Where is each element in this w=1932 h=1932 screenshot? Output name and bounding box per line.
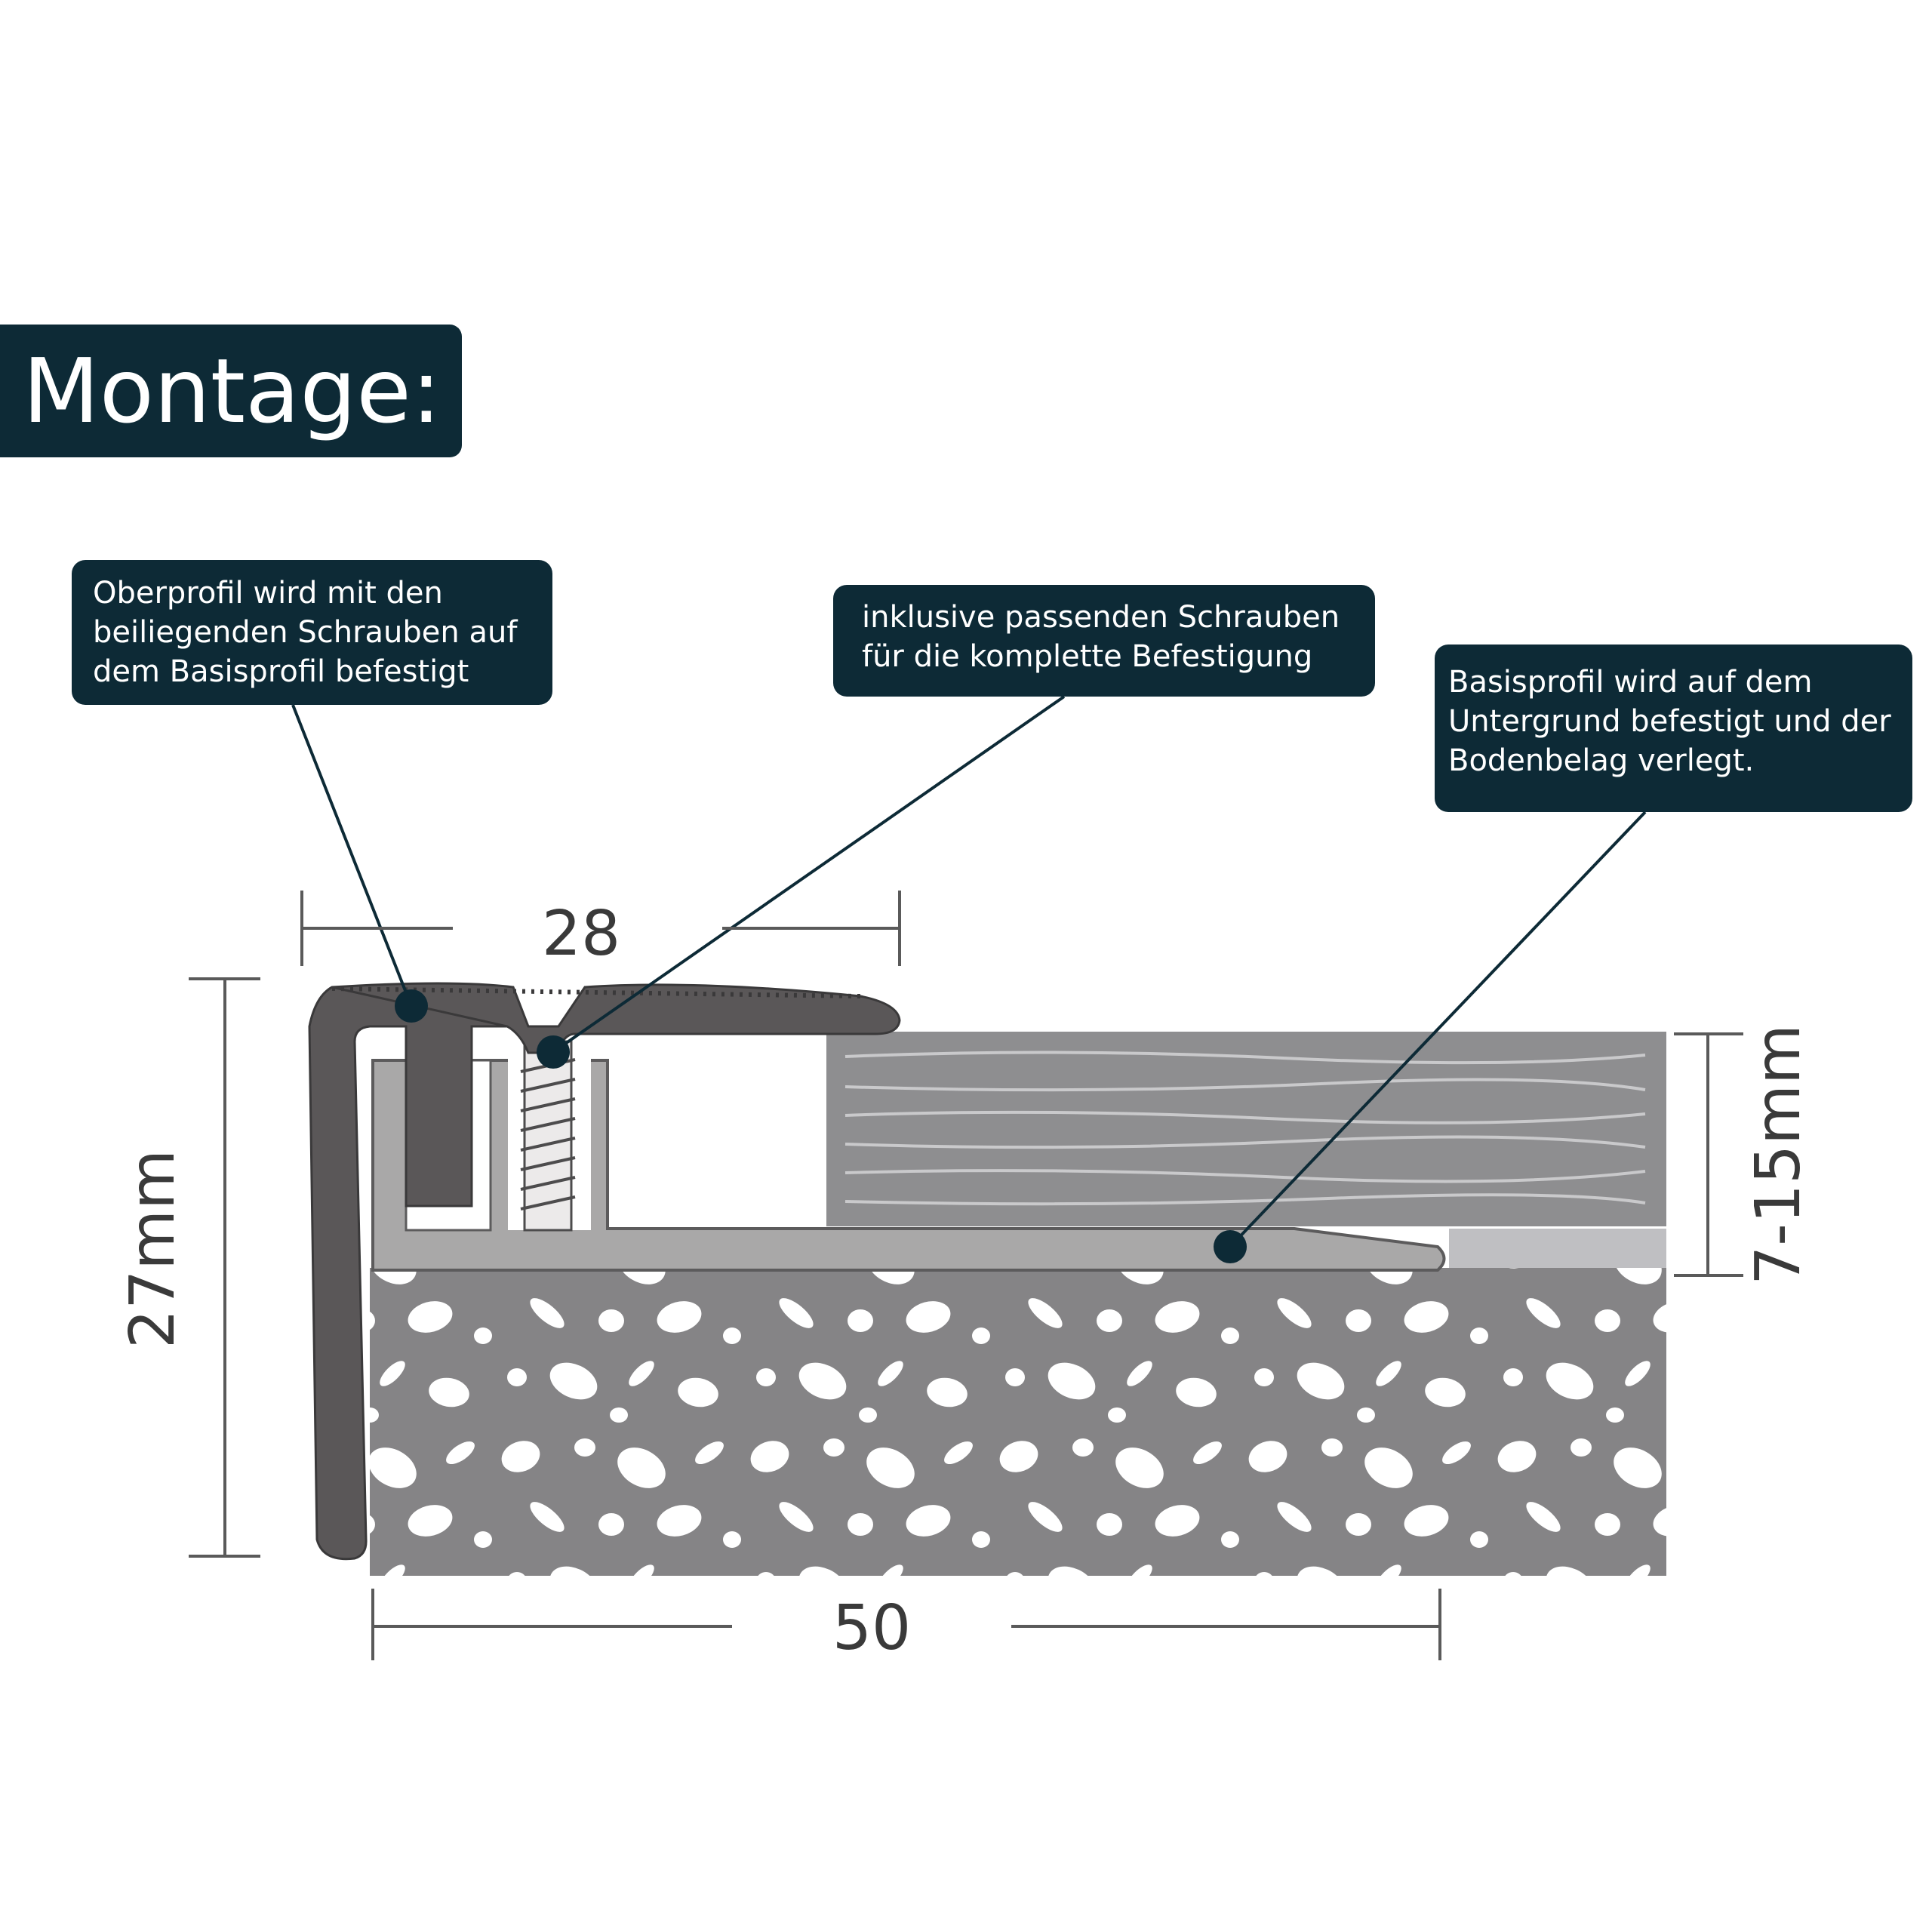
title-banner: Montage:	[0, 325, 462, 457]
dimension-top-width: 28	[542, 898, 620, 970]
dimension-flooring-thickness: 7-15mm	[1743, 1024, 1814, 1285]
wood-grain	[844, 1051, 1646, 1206]
leader-dot	[395, 989, 428, 1023]
callout-line: dem Basisprofil befestigt	[93, 654, 469, 689]
dimension-base-width: 50	[832, 1592, 911, 1664]
callout-basisprofil: Basisprofil wird auf dem Untergrund befe…	[1435, 645, 1912, 812]
page-title: Montage:	[23, 339, 441, 443]
callout-line: inklusive passenden Schrauben	[862, 600, 1340, 635]
screw	[520, 1040, 576, 1232]
leader-lines	[291, 695, 1647, 1248]
top-profile-nose	[308, 986, 515, 1561]
dimension-height: 27mm	[117, 1149, 189, 1349]
dimension-lines	[189, 891, 1743, 1660]
leader-dots	[395, 989, 1247, 1263]
callout-oberprofil: Oberprofil wird mit den beiliegenden Sch…	[72, 560, 552, 705]
leader-dot	[537, 1035, 570, 1069]
callout-line: Oberprofil wird mit den	[93, 576, 443, 611]
callout-schrauben: inklusive passenden Schrauben für die ko…	[833, 585, 1375, 697]
callout-line: beiliegenden Schrauben auf	[93, 615, 518, 650]
concrete-substrate	[370, 1268, 1666, 1576]
callout-line: Basisprofil wird auf dem	[1448, 665, 1813, 700]
callout-line: Untergrund befestigt und der	[1448, 704, 1891, 739]
top-profile-teeth	[331, 986, 861, 998]
callout-line: Bodenbelag verlegt.	[1448, 743, 1755, 778]
underlay-gap	[1449, 1229, 1666, 1268]
leader-dot	[1214, 1230, 1247, 1263]
callout-line: für die komplette Befestigung	[862, 639, 1313, 674]
